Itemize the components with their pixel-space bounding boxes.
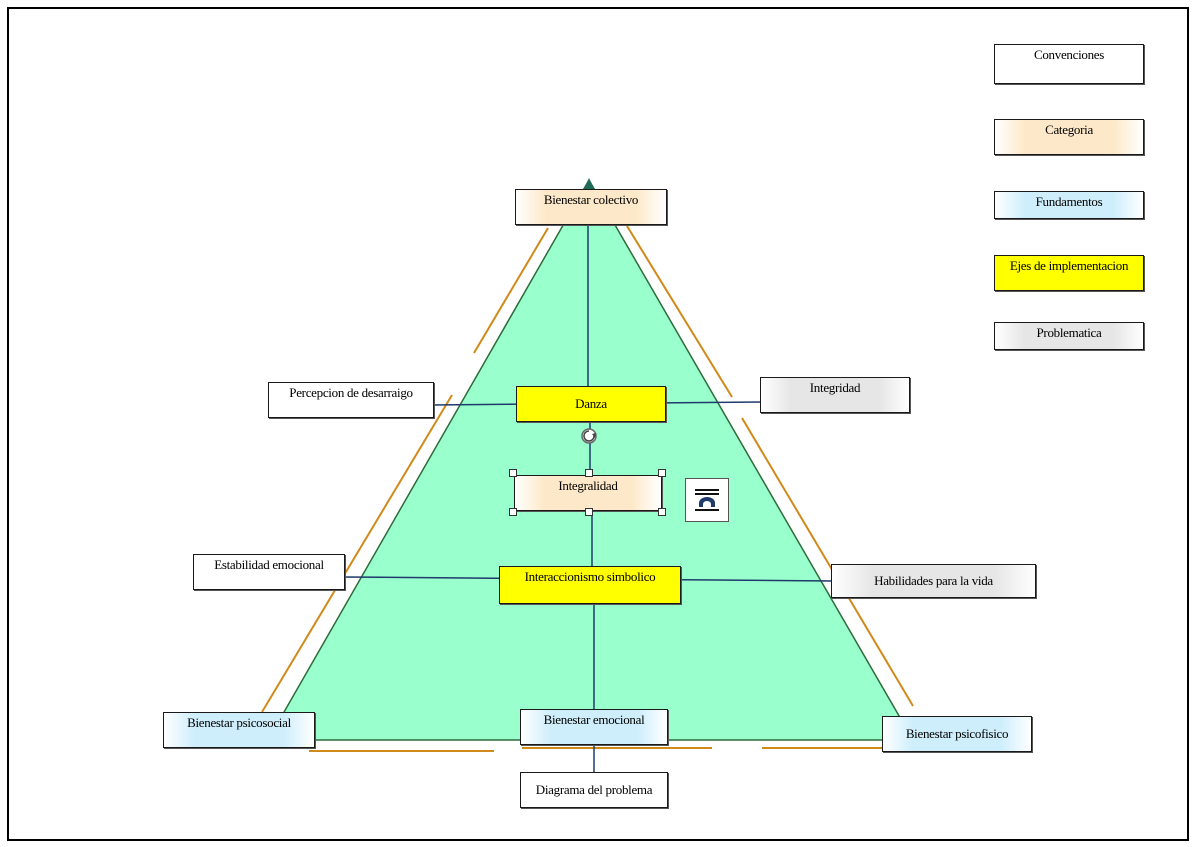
edge-line-left-lower [261, 394, 453, 713]
legend-problematica: Problematica [994, 322, 1144, 350]
node-estabilidad-emocional: Estabilidad emocional [193, 554, 345, 590]
resize-handle-bottom-left[interactable] [509, 508, 517, 516]
node-habilidades-vida: Habilidades para la vida [831, 564, 1036, 598]
node-diagrama-problema: Diagrama del problema [520, 772, 668, 808]
legend-ejes: Ejes de implementacion [994, 255, 1144, 291]
legend-title: Convenciones [994, 44, 1144, 84]
legend-fundamentos: Fundamentos [994, 191, 1144, 219]
node-danza: Danza [516, 386, 666, 422]
apex-marker-icon [584, 178, 594, 189]
resize-handle-top-left[interactable] [509, 469, 517, 477]
node-bienestar-psicofisico: Bienestar psicofisico [882, 716, 1032, 752]
edge-line-right-lower [741, 417, 914, 707]
resize-handle-top-center[interactable] [585, 469, 593, 477]
edge-line-right-upper [626, 225, 733, 398]
node-bienestar-emocional: Bienestar emocional [520, 709, 668, 745]
text-wrap-layout-icon[interactable] [685, 478, 729, 522]
edge-line-left-upper [473, 227, 549, 354]
node-integralidad[interactable]: Integralidad [514, 475, 662, 511]
node-interaccionismo-simbolico: Interaccionismo simbolico [499, 566, 681, 604]
legend-categoria: Categoria [994, 119, 1144, 155]
node-integridad: Integridad [760, 377, 910, 413]
node-percepcion-desarraigo: Percepcion de desarraigo [268, 382, 434, 418]
node-bienestar-psicosocial: Bienestar psicosocial [163, 712, 315, 748]
resize-handle-top-right[interactable] [658, 469, 666, 477]
resize-handle-bottom-right[interactable] [658, 508, 666, 516]
resize-handle-bottom-center[interactable] [585, 508, 593, 516]
rotate-handle-icon[interactable] [579, 426, 599, 446]
node-bienestar-colectivo: Bienestar colectivo [515, 189, 667, 225]
